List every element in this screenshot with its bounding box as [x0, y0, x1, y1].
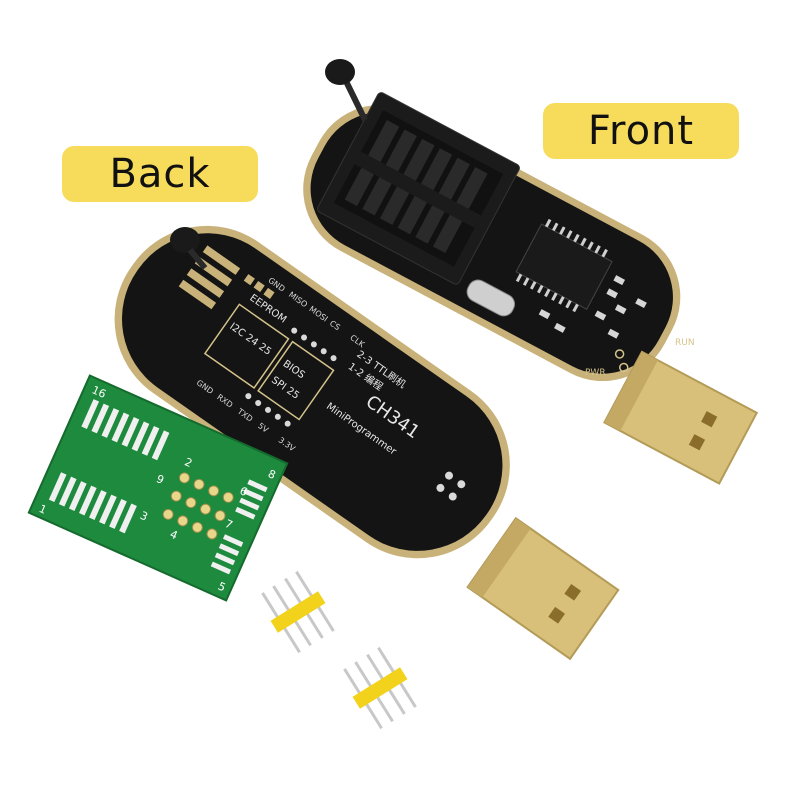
adapter-pin-3: 3: [138, 509, 150, 524]
pin-header-1: [261, 570, 335, 654]
back-knob: [170, 227, 200, 253]
ch341-chip: [515, 223, 613, 310]
adapter-pin-2: 2: [183, 455, 195, 470]
adapter-pin-5: 5: [216, 580, 228, 595]
adapter-pin-4: 4: [168, 528, 180, 543]
pin-header-2: [343, 646, 417, 730]
front-led-label-run: RUN: [675, 338, 695, 348]
front-board: PWR RUN: [303, 59, 759, 485]
adapter-board: 16 1 9 3 2 4 5 6 7 8: [27, 374, 289, 602]
front-led-label-pwr: PWR: [585, 368, 606, 378]
zif-lever-knob: [325, 59, 355, 85]
back-label: Back: [62, 146, 258, 202]
adapter-pin-7: 7: [223, 517, 235, 532]
adapter-pin-16: 16: [90, 383, 108, 401]
adapter-pin-8: 8: [266, 467, 278, 482]
adapter-pin-9: 9: [154, 472, 166, 487]
crystal: [466, 279, 516, 317]
front-usb-plug: [603, 350, 759, 485]
zif-socket: [317, 92, 520, 285]
back-usb-plug: [466, 516, 620, 661]
back-board: CH341 MiniProgrammer 1-2 编程 2-3 TTL刷机 EE…: [114, 225, 620, 661]
back-board-pcb: [121, 233, 503, 551]
front-label: Front: [543, 103, 739, 159]
adapter-pin-6: 6: [238, 484, 250, 499]
adapter-pin-1: 1: [37, 502, 49, 517]
